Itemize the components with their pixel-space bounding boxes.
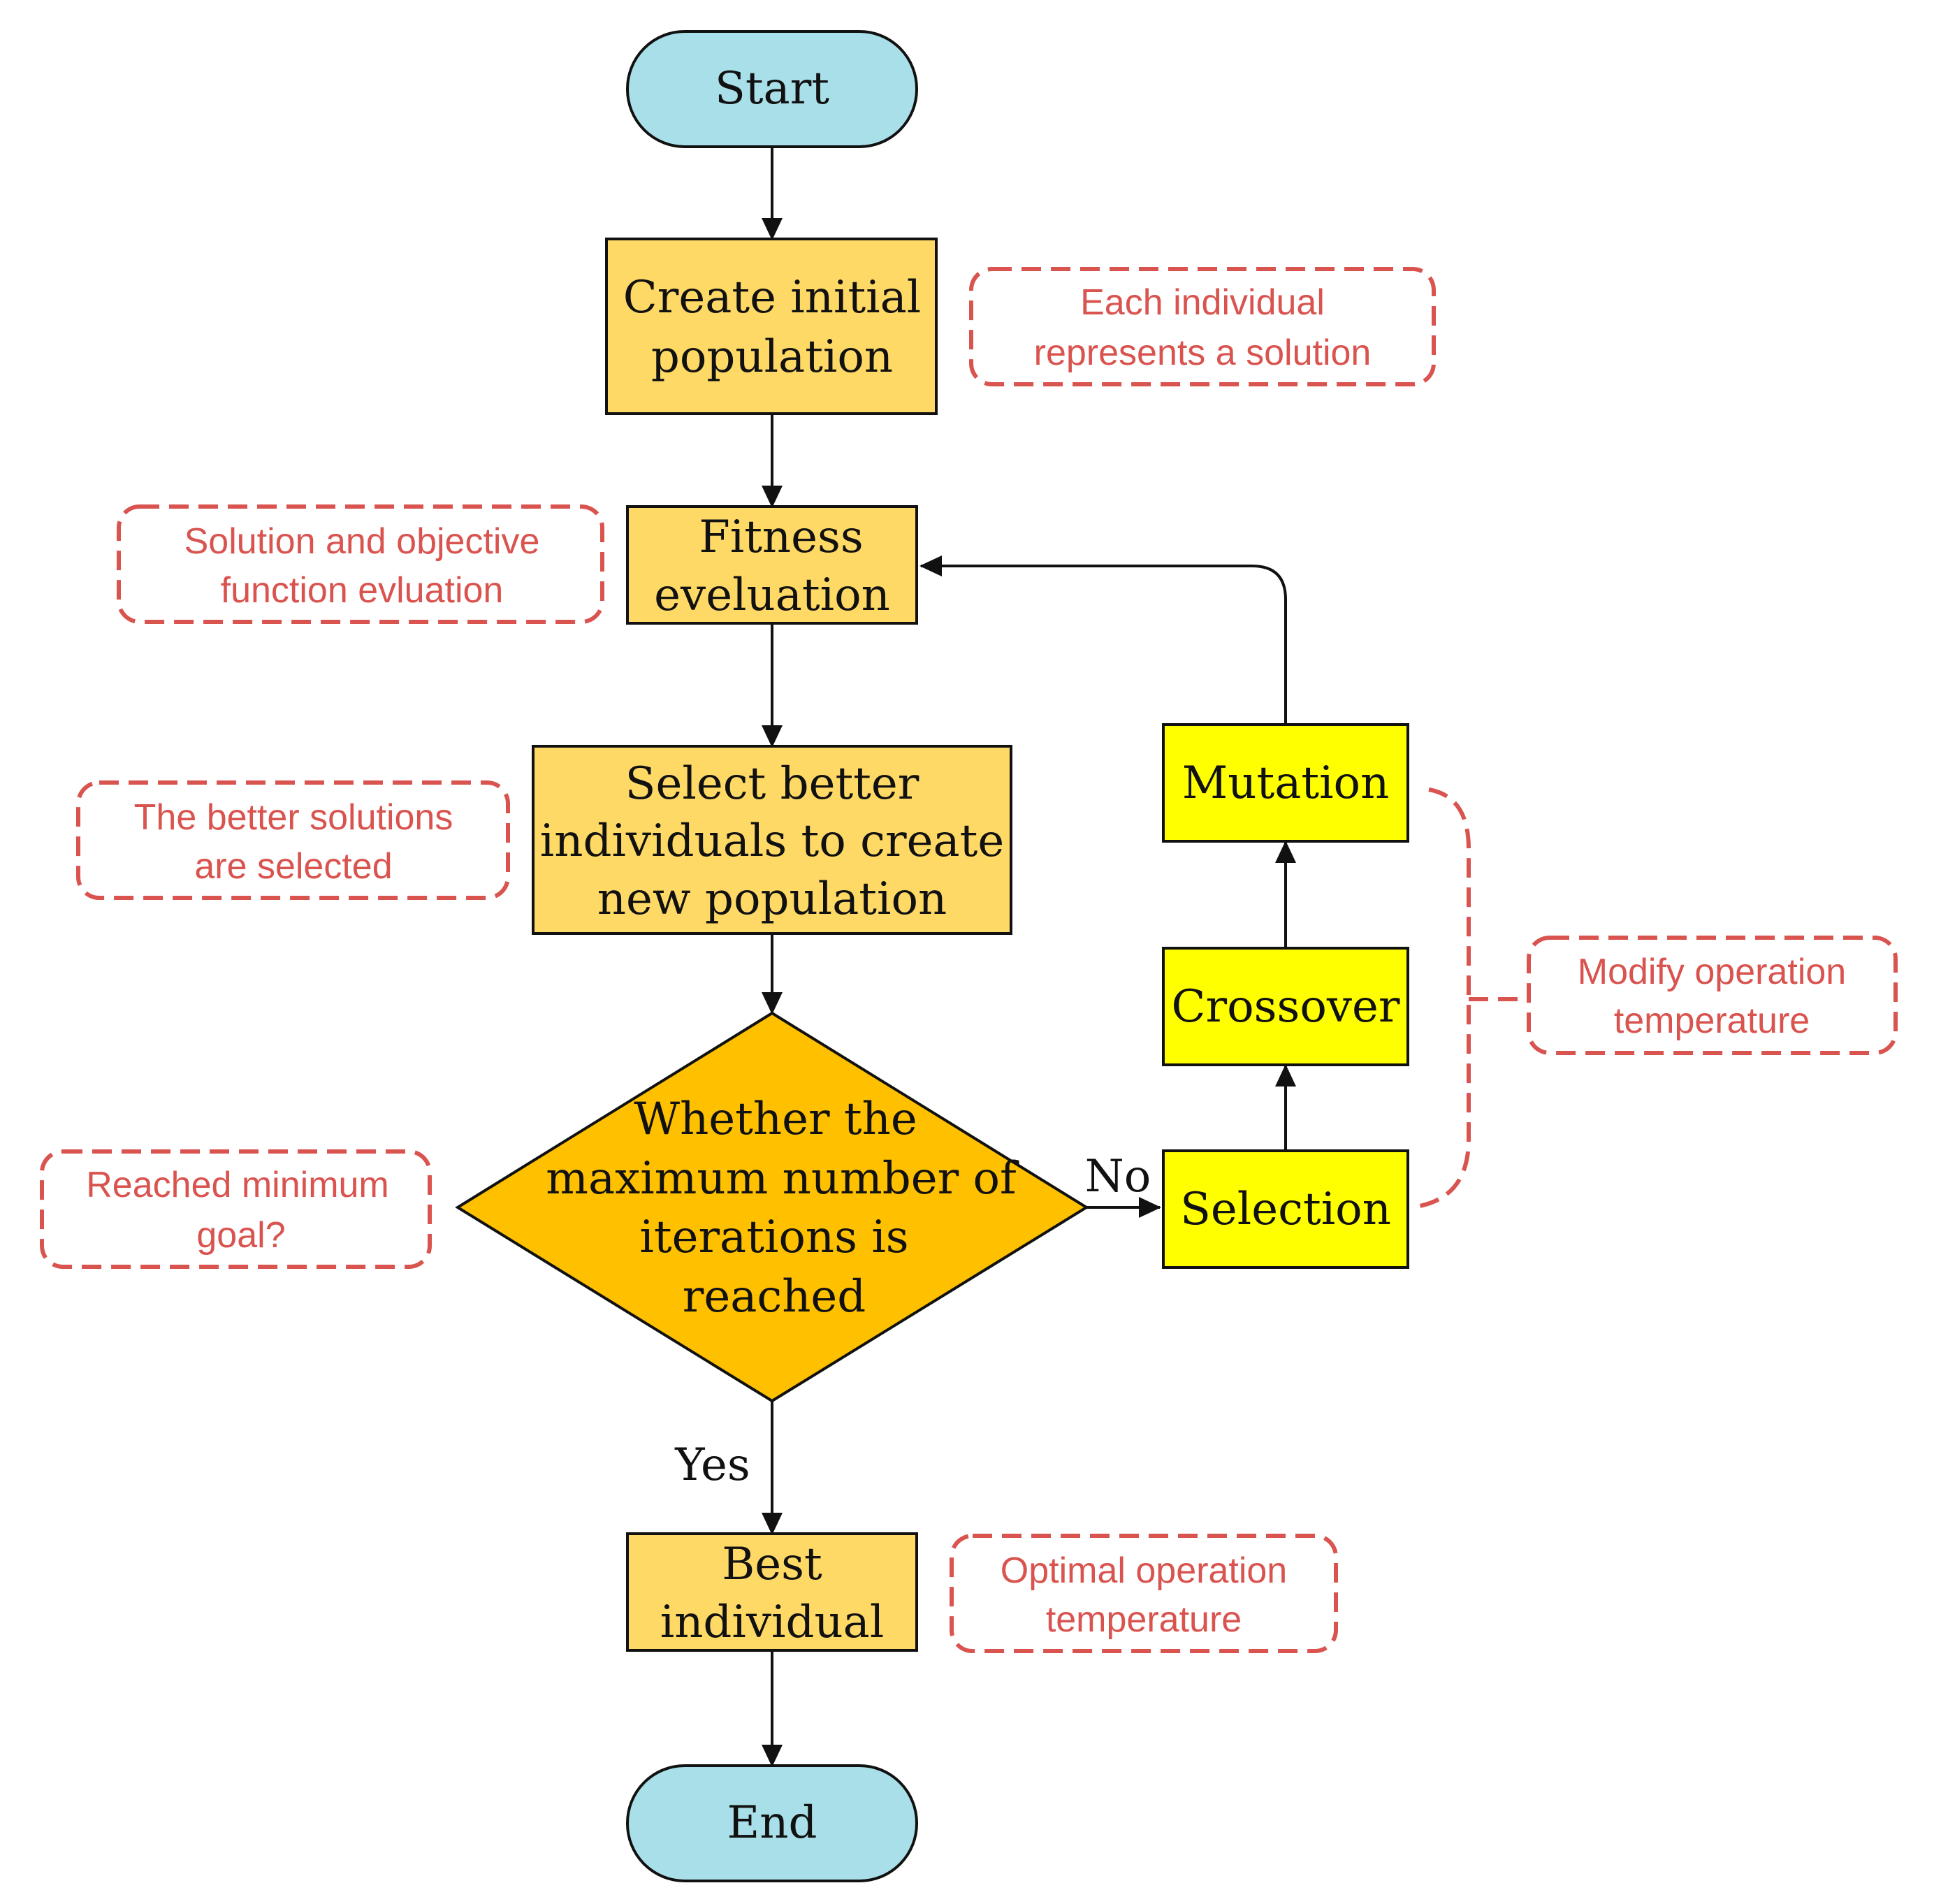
note-solution-eval-line-2: function evluation	[221, 570, 504, 611]
select-better-step: Select better individuals to create new …	[532, 745, 1012, 935]
fitness-evaluation-line-1: Fitness	[699, 511, 863, 563]
arrow-mutation-to-fitness	[919, 555, 1287, 725]
note-reached-goal-line-1: Reached minimum	[86, 1165, 389, 1205]
mutation-label: Mutation	[1182, 757, 1390, 809]
note-better-solutions-frame	[76, 780, 510, 900]
fitness-evaluation-line-2: eveluation	[654, 569, 890, 621]
start-terminal: Start	[626, 30, 918, 148]
operator-group-bracket	[1411, 787, 1471, 1209]
best-individual-line-2: individual	[660, 1597, 885, 1648]
note-better-solutions-line-2: are selected	[194, 846, 392, 887]
end-label: End	[727, 1797, 817, 1849]
selection-label: Selection	[1180, 1184, 1391, 1235]
note-modify-temp-frame	[1527, 936, 1898, 1055]
note-solution-eval: Solution and objective function evluatio…	[117, 504, 604, 624]
note-better-solutions: The better solutions are selected	[76, 780, 510, 900]
start-shape	[626, 30, 918, 148]
crossover-shape	[1162, 947, 1409, 1066]
decision-line-3: iterations is	[639, 1212, 908, 1263]
flow-connectors	[762, 147, 1296, 1767]
note-each-individual: Each individual represents a solution	[969, 267, 1436, 386]
best-individual-shape	[626, 1532, 918, 1652]
create-population-line-1: Create initial	[623, 272, 922, 324]
note-optimal-temp-frame	[950, 1534, 1338, 1653]
yes-branch-label: Yes	[674, 1439, 750, 1491]
selection-shape	[1162, 1149, 1409, 1269]
best-individual-line-1: Best	[722, 1539, 822, 1590]
create-population-step: Create initial population	[605, 238, 938, 415]
crossover-label: Crossover	[1172, 981, 1400, 1033]
crossover-step: Crossover	[1162, 947, 1409, 1066]
note-solution-eval-line-1: Solution and objective	[184, 521, 540, 562]
note-each-individual-line-1: Each individual	[1080, 282, 1325, 323]
note-each-individual-frame	[969, 267, 1436, 386]
select-better-line-1: Select better	[625, 758, 919, 810]
start-label: Start	[715, 63, 829, 115]
note-reached-goal-line-2: goal?	[196, 1215, 285, 1256]
decision-line-2: maximum number of	[546, 1153, 1019, 1205]
note-reached-goal-frame	[40, 1149, 432, 1269]
mutation-step: Mutation	[1162, 723, 1409, 843]
end-terminal: End	[626, 1764, 918, 1882]
note-optimal-temp: Optimal operation temperature	[950, 1534, 1338, 1653]
mutation-shape	[1162, 723, 1409, 843]
decision-line-4: reached	[683, 1271, 866, 1323]
create-population-line-2: population	[651, 331, 893, 383]
note-modify-temp: Modify operation temperature	[1527, 936, 1898, 1055]
note-better-solutions-line-1: The better solutions	[134, 797, 453, 838]
best-individual-step: Best individual	[626, 1532, 918, 1652]
select-better-shape	[532, 745, 1012, 935]
select-better-line-2: individuals to create	[540, 815, 1004, 867]
fitness-evaluation-step: Fitness eveluation	[626, 505, 918, 625]
decision-shape	[455, 1011, 1089, 1403]
fitness-evaluation-shape	[626, 505, 918, 625]
end-shape	[626, 1764, 918, 1882]
select-better-line-3: new population	[597, 873, 947, 925]
note-modify-temp-line-2: temperature	[1614, 1001, 1810, 1041]
note-optimal-temp-line-2: temperature	[1046, 1599, 1242, 1640]
note-modify-temp-line-1: Modify operation	[1578, 952, 1846, 992]
note-solution-eval-frame	[117, 504, 604, 624]
note-optimal-temp-line-1: Optimal operation	[1001, 1550, 1287, 1591]
note-each-individual-line-2: represents a solution	[1034, 333, 1372, 373]
decision-line-1: Whether the	[634, 1093, 917, 1145]
max-iterations-decision: Whether the maximum number of iterations…	[455, 1011, 1089, 1403]
selection-step: Selection	[1162, 1149, 1409, 1269]
note-reached-goal: Reached minimum goal?	[40, 1149, 432, 1269]
no-branch-label: No	[1085, 1151, 1151, 1202]
create-population-shape	[605, 238, 938, 415]
